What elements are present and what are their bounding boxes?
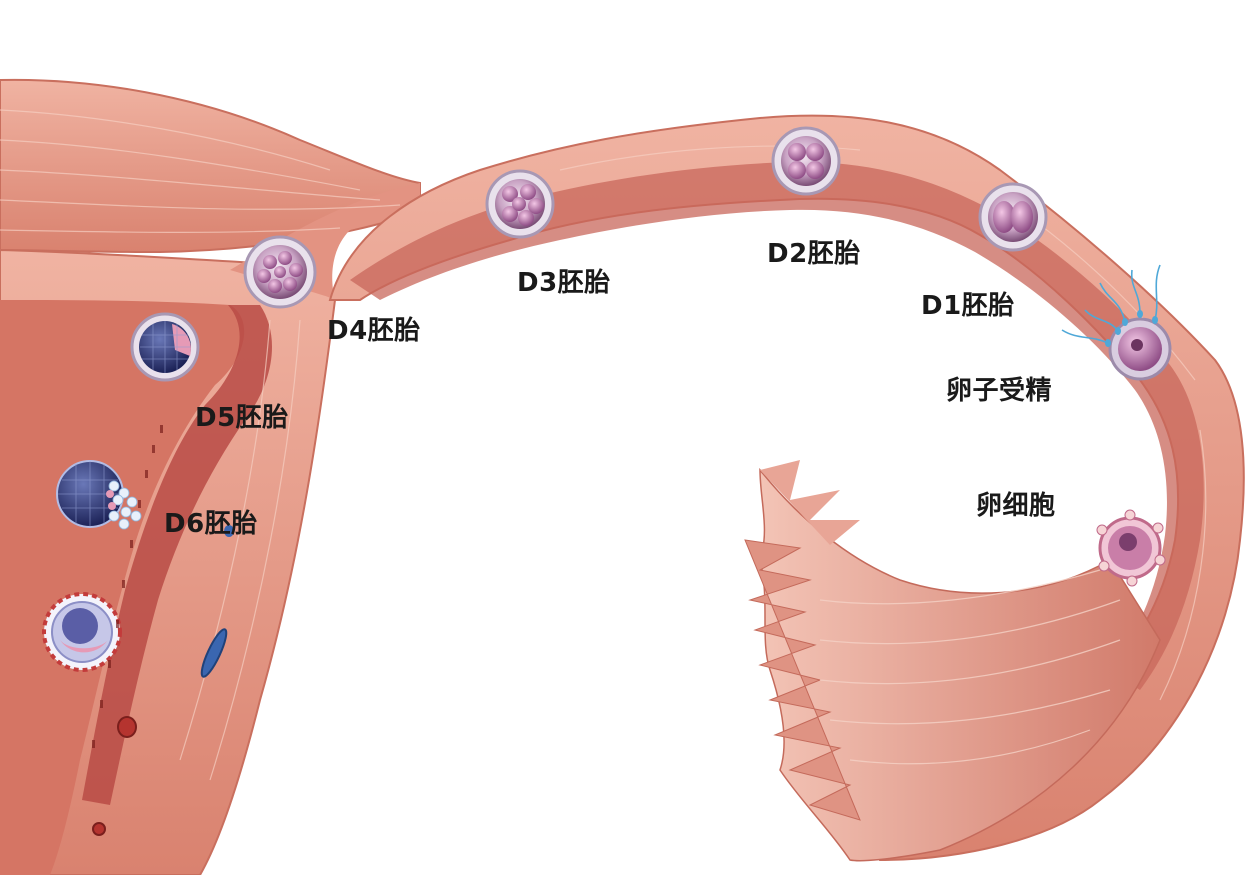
embryo-d6 [56, 460, 142, 530]
label-d1-embryo: D1胚胎 [921, 291, 1015, 321]
embryo-d5 [130, 312, 200, 382]
implanted-blastocyst [42, 592, 122, 672]
embryo-d3 [485, 169, 555, 239]
label-egg-cell: 卵细胞 [976, 491, 1056, 521]
egg-cell [1096, 509, 1166, 587]
label-d5-embryo: D5胚胎 [195, 403, 289, 433]
embryo-d2 [771, 126, 841, 196]
fertilized-egg [1108, 317, 1172, 381]
label-fertilization: 卵子受精 [946, 376, 1053, 406]
embryo-d1 [978, 182, 1048, 252]
embryo-d4 [243, 235, 317, 309]
endometrium [82, 305, 272, 805]
label-d3-embryo: D3胚胎 [517, 268, 611, 298]
endometrial-glands [92, 425, 163, 748]
muscle-fibers [0, 109, 1207, 781]
label-d6-embryo: D6胚胎 [164, 509, 258, 539]
sperm-icon [1061, 264, 1161, 344]
fimbriae [744, 460, 1161, 862]
label-d2-embryo: D2胚胎 [767, 239, 861, 269]
label-d4-embryo: D4胚胎 [327, 316, 421, 346]
